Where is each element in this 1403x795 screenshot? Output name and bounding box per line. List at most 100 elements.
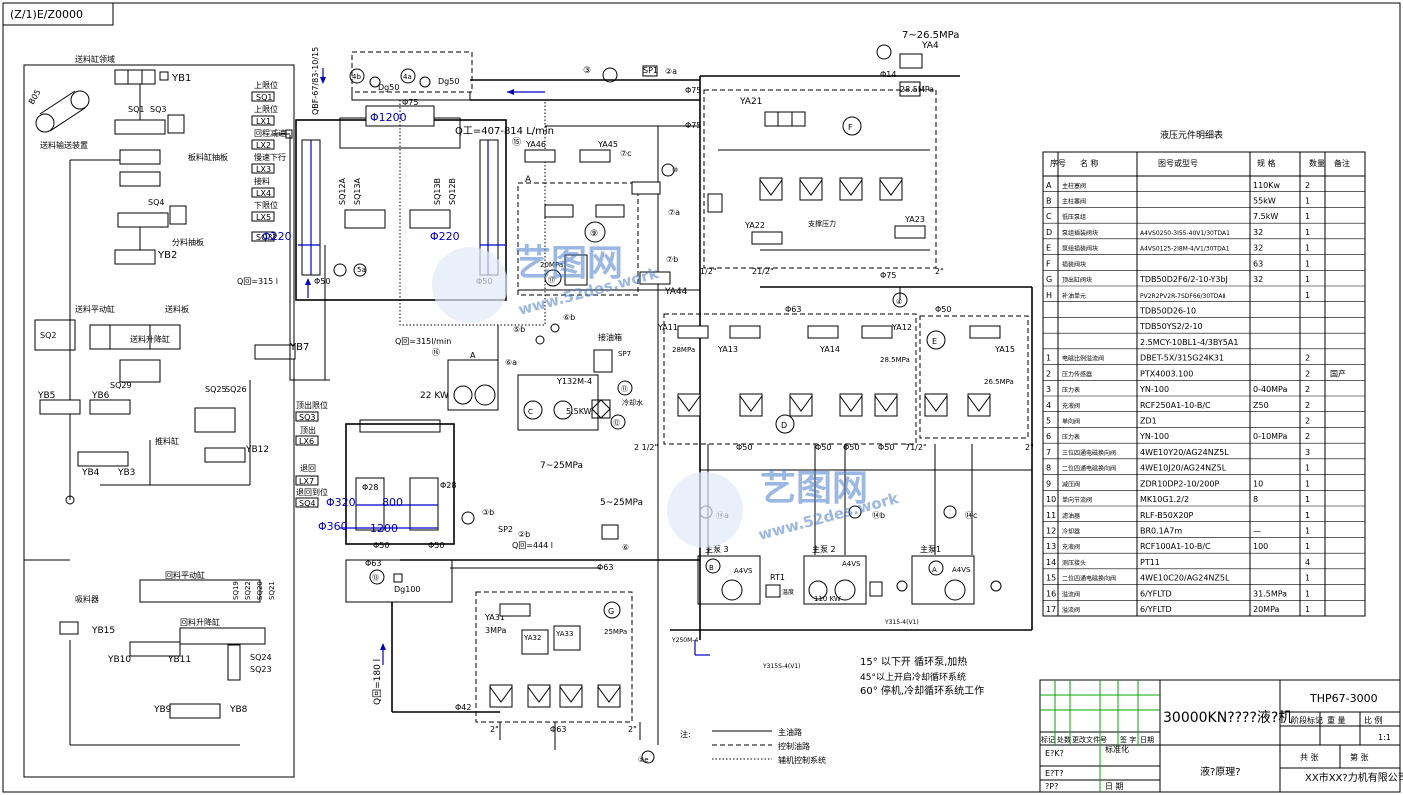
table-cell: 1 [1305,259,1310,268]
table-cell: 三位四通电磁换向阀 [1062,449,1116,457]
table-cell: 1 [1305,495,1310,504]
table-cell: 顶出缸阀块 [1062,276,1092,284]
control-pump-group: Q回=315l/min ⑯ A 22 KW ⑤b ⑥b ⑥a C Y132M-4… [395,313,658,552]
table-cell: 12 [1046,527,1056,536]
table-cell: 插装阀块 [1062,260,1086,268]
svg-text:重 量: 重 量 [1327,715,1346,725]
svg-text:Φ50: Φ50 [815,443,831,452]
table-cell: B [1046,197,1052,206]
svg-text:Φ50: Φ50 [935,305,951,314]
table-cell: 1 [1305,464,1310,473]
svg-text:下限位: 下限位 [254,200,278,210]
table-cell: 0-10MPa [1253,432,1288,441]
lower-title: 回料平动缸 [165,570,205,580]
svg-text:Φ50: Φ50 [878,443,894,452]
table-cell: 主柱塞阀 [1062,198,1086,206]
svg-text:YA13: YA13 [717,345,738,354]
svg-text:Y315-4(V1): Y315-4(V1) [884,619,919,626]
table-cell: 55kW [1253,197,1276,206]
svg-text:LX3: LX3 [256,165,271,174]
valve-yb2: YB2 [157,250,177,261]
svg-text:Φ63: Φ63 [785,305,801,314]
svg-text:SQ1: SQ1 [256,93,272,102]
control-pump-flow: Q回=315l/min [395,337,451,346]
feed-cyl-2: 送料板 [165,304,189,314]
svg-text:YA21: YA21 [739,97,762,107]
svg-text:2": 2" [1025,443,1034,452]
table-cell: PT11 [1140,558,1160,567]
svg-text:Φ75: Φ75 [880,271,896,280]
svg-text:Y315S-4(V1): Y315S-4(V1) [762,663,801,670]
lift-cyl-label: 送料升降缸 [130,334,170,344]
svg-text:共 张: 共 张 [1300,753,1319,762]
svg-text:SQ4: SQ4 [299,499,315,508]
main-pressure-lines: ③ SP1 ②a Φ75 Φ75 Φ14 [470,65,960,640]
svg-text:回程减速: 回程减速 [254,128,286,138]
svg-text:SQ20: SQ20 [256,581,264,600]
table-cell: 2 [1305,385,1310,394]
svg-text:Y132M-4: Y132M-4 [556,377,592,386]
svg-text:处数: 处数 [1057,735,1071,744]
svg-text:接油箱: 接油箱 [598,332,622,342]
svg-text:LX7: LX7 [299,477,314,486]
side-right-bore: Φ220 [430,230,460,243]
table-cell: 泵组插装阀块 [1062,229,1098,237]
table-cell: YN-100 [1139,432,1169,441]
svg-text:比 例: 比 例 [1364,715,1383,725]
svg-text:5~25MPa: 5~25MPa [600,498,643,508]
table-cell: Z50 [1253,401,1269,410]
svg-text:Φ28: Φ28 [362,483,378,492]
valve-block-d: Φ63 YA11 YA13 YA14 YA12 28MPa 28.5MPa D … [657,286,1032,452]
table-cell: 充液阀 [1062,402,1080,410]
svg-text:SQ13B: SQ13B [433,178,442,205]
valve-block-g: YA31 3MPa YA32 YA33 G 25MPa Φ42 Φ63 2" 2… [455,591,659,764]
table-cell: G [1046,275,1052,284]
drawing-code: (Z/1)E/Z0000 [10,8,83,21]
svg-text:Φ50: Φ50 [373,541,389,550]
table-cell: 1 [1305,291,1310,300]
svg-text:YB11: YB11 [167,655,191,665]
svg-text:SP2: SP2 [498,525,513,534]
svg-text:YB10: YB10 [107,655,131,665]
side-label: 分料抽板 [172,237,204,247]
table-cell: 二位四通电磁换向阀 [1062,575,1116,583]
notes: 15° 以下开 循环泵,加热 45°以上开启冷却循环系统 60° 停机,冷却循环… [680,655,984,765]
table-cell: 100 [1253,542,1268,551]
table-cell: 110Kw [1253,181,1281,190]
svg-text:SQ24: SQ24 [250,653,272,662]
svg-text:主泵 2: 主泵 2 [812,544,836,554]
main-cylinder-group: QBF-67/83-10/15 上限位 SQ1 上限位 LX1 回程减速 LX2… [237,47,554,301]
table-cell: 低压泵组 [1062,213,1086,221]
table-cell: 单向节流阀 [1062,496,1092,504]
svg-text:4a: 4a [403,73,412,81]
svg-text:E: E [932,337,937,346]
svg-text:SQ3: SQ3 [150,105,166,114]
svg-text:SQ3: SQ3 [299,413,315,422]
svg-text:Φ63: Φ63 [365,559,381,568]
table-cell: 11 [1046,511,1056,520]
table-cell: 4 [1305,558,1310,567]
svg-text:日期: 日期 [1140,736,1154,744]
svg-text:5a: 5a [357,266,366,274]
table-cell: 7 [1046,448,1051,457]
svg-text:SQ26: SQ26 [225,385,247,394]
block-a [517,182,639,296]
table-cell: 单向阀 [1062,418,1080,426]
table-cell: 20MPa [1253,605,1280,614]
eject-cylinder-group: 顶出限位 SQ3 顶出 LX6 退回 LX7 退回到位 SQ4 Φ320 Φ36… [295,400,700,713]
table-cell: RCF100A1-10-B/C [1140,542,1211,551]
svg-text:⑤b: ⑤b [513,325,525,334]
svg-text:⑥b: ⑥b [563,313,575,322]
svg-text:71/2": 71/2" [905,443,927,452]
svg-text:标准化: 标准化 [1105,744,1129,754]
svg-text:800: 800 [382,496,403,509]
eject-bore-1: Φ320 [326,496,356,509]
svg-text:SP1: SP1 [643,66,658,75]
svg-text:⑨: ⑨ [590,229,598,239]
table-cell: PV2R2PV2R-7SDF66/30TDAⅡ [1140,293,1225,300]
svg-text:25MPa: 25MPa [604,628,627,636]
main-bore: Φ1200 [370,111,407,124]
table-cell: 1 [1305,275,1310,284]
table-cell: 6/YFLTD [1140,589,1172,598]
svg-text:控制油路: 控制油路 [778,741,810,751]
